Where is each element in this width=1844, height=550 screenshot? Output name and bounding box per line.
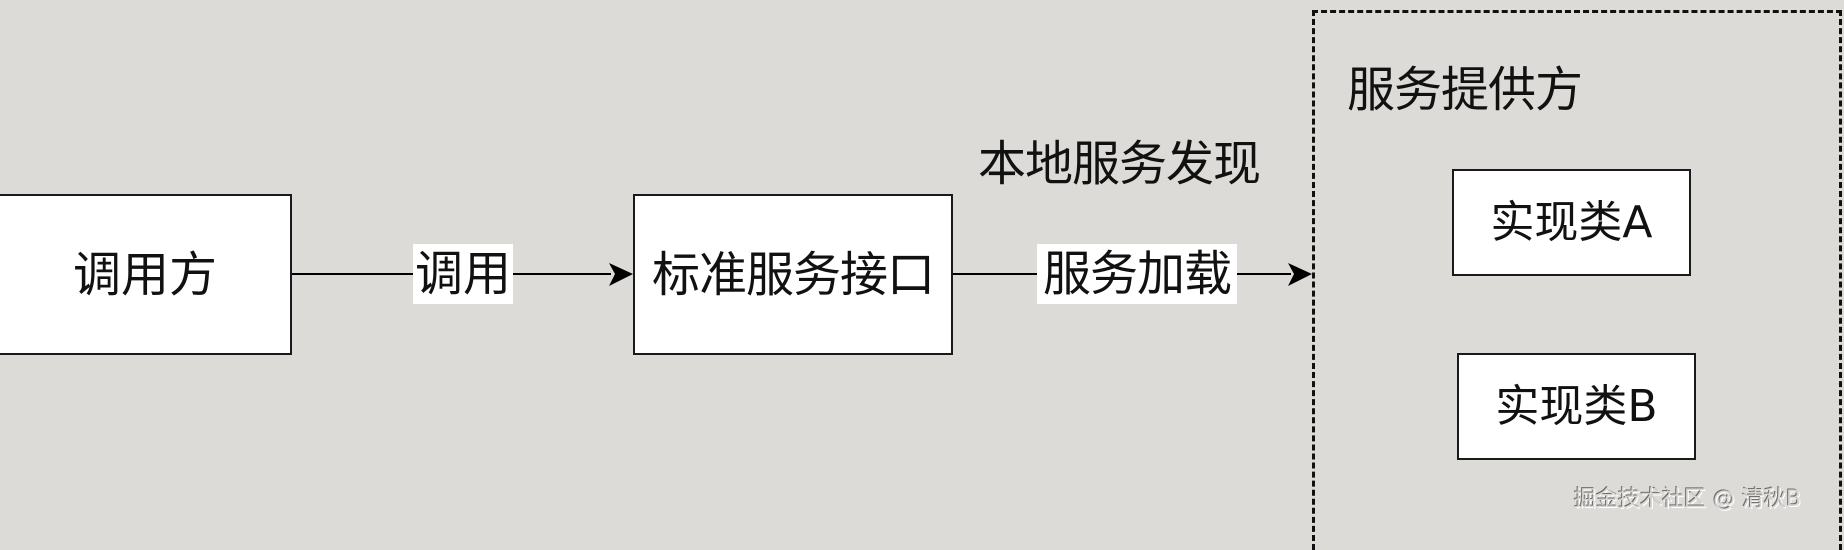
diagram-canvas: 调用方 标准服务接口 调用 服务加载 本地服务发现 服务提供方 实现类A 实现类… xyxy=(0,10,1842,550)
impl-class-b-node[interactable]: 实现类B xyxy=(1457,353,1696,460)
local-service-discovery-title: 本地服务发现 xyxy=(978,136,1261,192)
edge-label-service-load: 服务加载 xyxy=(1037,244,1237,304)
edge-label-call: 调用 xyxy=(413,244,513,304)
arrowhead-icon xyxy=(609,263,633,286)
impl-class-a-label: 实现类A xyxy=(1490,196,1653,248)
service-provider-group xyxy=(1312,10,1842,550)
caller-node[interactable]: 调用方 xyxy=(0,194,292,355)
impl-class-b-label: 实现类B xyxy=(1495,380,1658,432)
service-provider-title: 服务提供方 xyxy=(1347,62,1583,118)
standard-service-interface-label: 标准服务接口 xyxy=(651,246,935,303)
arrowhead-icon xyxy=(1288,263,1312,286)
impl-class-a-node[interactable]: 实现类A xyxy=(1452,169,1691,276)
edge-label-service-load-text: 服务加载 xyxy=(1042,246,1232,302)
caller-node-label: 调用方 xyxy=(72,246,217,303)
watermark: 掘金技术社区 @ 清秋B xyxy=(1574,487,1802,512)
standard-service-interface-node[interactable]: 标准服务接口 xyxy=(633,194,953,355)
edge-label-call-text: 调用 xyxy=(414,246,511,302)
